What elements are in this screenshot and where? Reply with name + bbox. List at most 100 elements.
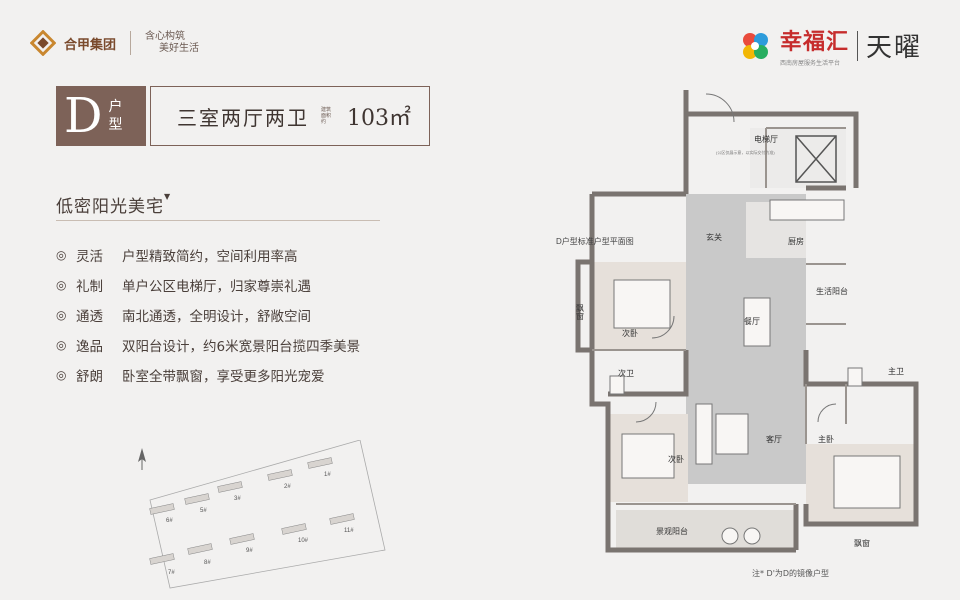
feature-key: 舒朗 [76,369,103,385]
feature-desc: 南北通透，全明设计，舒敞空间 [122,309,311,325]
bullet-icon: ◎ [56,248,67,262]
unit-type-block: D 户型 [56,86,146,146]
toilet-icon [847,367,863,387]
building-label: 5# [200,508,207,514]
room-bay-window: 飘窗 [854,538,870,548]
furniture [609,199,901,545]
bullet-icon: ◎ [56,278,67,292]
site-boundary [149,440,386,589]
building-8 [187,543,213,555]
building-label: 6# [166,518,173,524]
triangle-icon: ▼ [164,192,172,201]
feature-desc: 户型精致简约，空间利用率高 [122,249,298,265]
bullet-icon: ◎ [56,368,67,382]
feature-desc: 卧室全带飘窗，享受更多阳光宠爱 [122,369,325,385]
sofa-icon [695,403,713,465]
brand2: 幸福汇 西南房屋服务生活平台 [780,24,849,67]
feature-desc: 单户公区电梯厅，归家尊崇礼遇 [122,279,311,295]
room-entry: 玄关 [706,232,722,242]
company-logo-icon [30,30,56,56]
room-master-bath: 主卫 [888,366,904,376]
brand-name: 合甲集团 [64,37,117,53]
room-utility-balcony: 生活阳台 [816,286,848,296]
site-plan: 1# 2# 3# 5# 6# 7# 8# 9# 10# 11# [138,440,386,589]
room-second-bath: 次卫 [618,368,634,378]
bed-icon [621,433,675,479]
feature-item: ◎ 逸品 双阳台设计，约6米宽景阳台揽四季美景 [56,330,360,360]
room-view-balcony: 景观阳台 [656,526,688,536]
bullet-icon: ◎ [56,338,67,352]
feature-list: ◎ 灵活 户型精致简约，空间利用率高 ◎ 礼制 单户公区电梯厅，归家尊崇礼遇 ◎… [56,240,360,390]
plan-label: D户型标准户型平面图 [556,236,634,246]
building-label: 11# [344,528,354,534]
building-label: 2# [284,484,291,490]
building-label: 7# [168,570,175,576]
rooms-text: 三室两厅两卫 [177,105,309,130]
building-5 [184,493,210,505]
toilet-icon [609,375,625,395]
room-second-bedroom: 次卧 [668,454,684,464]
room-bay-window: 飘窗 [576,304,585,321]
building-label: 9# [246,548,253,554]
feature-key: 灵活 [76,249,103,265]
slogan-line-2: 美好生活 [159,43,200,54]
subtitle: 低密阳光美宅▼ [56,192,171,217]
room-elevator-note: (公区仅展示意，以实际交付为准) [716,149,775,155]
kitchen-counter-icon [769,199,845,221]
building-1 [307,457,333,469]
feature-key: 礼制 [76,279,103,295]
walls-thin [592,127,847,505]
slogan-line-1: 含心构筑 [145,31,186,42]
building-label: 1# [324,472,331,478]
building-9 [229,533,255,545]
room-elevator-hall: 电梯厅 [754,134,778,144]
unit-letter: D [64,88,103,144]
room-living: 客厅 [766,434,782,444]
room-master-bedroom: 主卧 [818,434,834,444]
door-icons [635,93,837,423]
project-name: 天曜 [865,33,922,63]
building-6 [149,503,175,515]
chair-icon [721,527,739,545]
brand2-sub: 西南房屋服务生活平台 [779,60,840,67]
brand2-name: 幸福汇 [779,30,849,55]
divider [856,30,858,61]
chair-icon [743,527,761,545]
flower-logo-icon [742,32,768,59]
feature-desc: 双阳台设计，约6米宽景阳台揽四季美景 [122,339,361,355]
feature-key: 通透 [76,309,103,325]
feature-key: 逸品 [76,339,103,355]
building-label: 8# [204,560,211,566]
north-arrow-icon [138,448,146,470]
building-7 [149,553,175,565]
room-dining: 餐厅 [744,317,760,326]
area-value: 103㎡ [347,106,411,131]
divider [130,31,132,55]
building-label: 3# [234,496,241,502]
walls [575,90,919,553]
brand-left: 合甲集团 含心构筑 美好生活 [30,30,199,56]
feature-item: ◎ 礼制 单户公区电梯厅，归家尊崇礼遇 [56,270,360,300]
area-label: 建筑面积约 [321,107,332,125]
dining-table-icon [743,297,771,347]
bullet-icon: ◎ [56,308,67,322]
subtitle-underline [56,220,380,221]
feature-item: ◎ 通透 南北通透，全明设计，舒敞空间 [56,300,360,330]
elevator-shaft-icon [795,135,837,183]
room-second-bedroom: 次卧 [622,328,638,338]
subtitle-text: 低密阳光美宅 [56,197,164,217]
room-kitchen: 厨房 [788,236,804,246]
building-2 [267,469,293,481]
building-label: 10# [298,538,309,544]
feature-item: ◎ 舒朗 卧室全带飘窗，享受更多阳光宠爱 [56,360,360,390]
feature-item: ◎ 灵活 户型精致简约，空间利用率高 [56,240,360,270]
bed-icon [833,455,901,509]
slogan: 含心构筑 美好生活 [145,31,199,55]
building-11 [329,513,355,525]
unit-label: 户型 [108,99,123,133]
mirror-note: 注* D'为D的镜像户型 [752,569,830,578]
building-10 [281,523,307,535]
brand-right: 幸福汇 西南房屋服务生活平台 天曜 [738,24,922,67]
floor-plan: D户型标准户型平面图 电梯厅 (公区仅展示意，以实际交付为准) 玄关 厨房 餐厅… [556,90,919,553]
building-3 [217,481,243,493]
